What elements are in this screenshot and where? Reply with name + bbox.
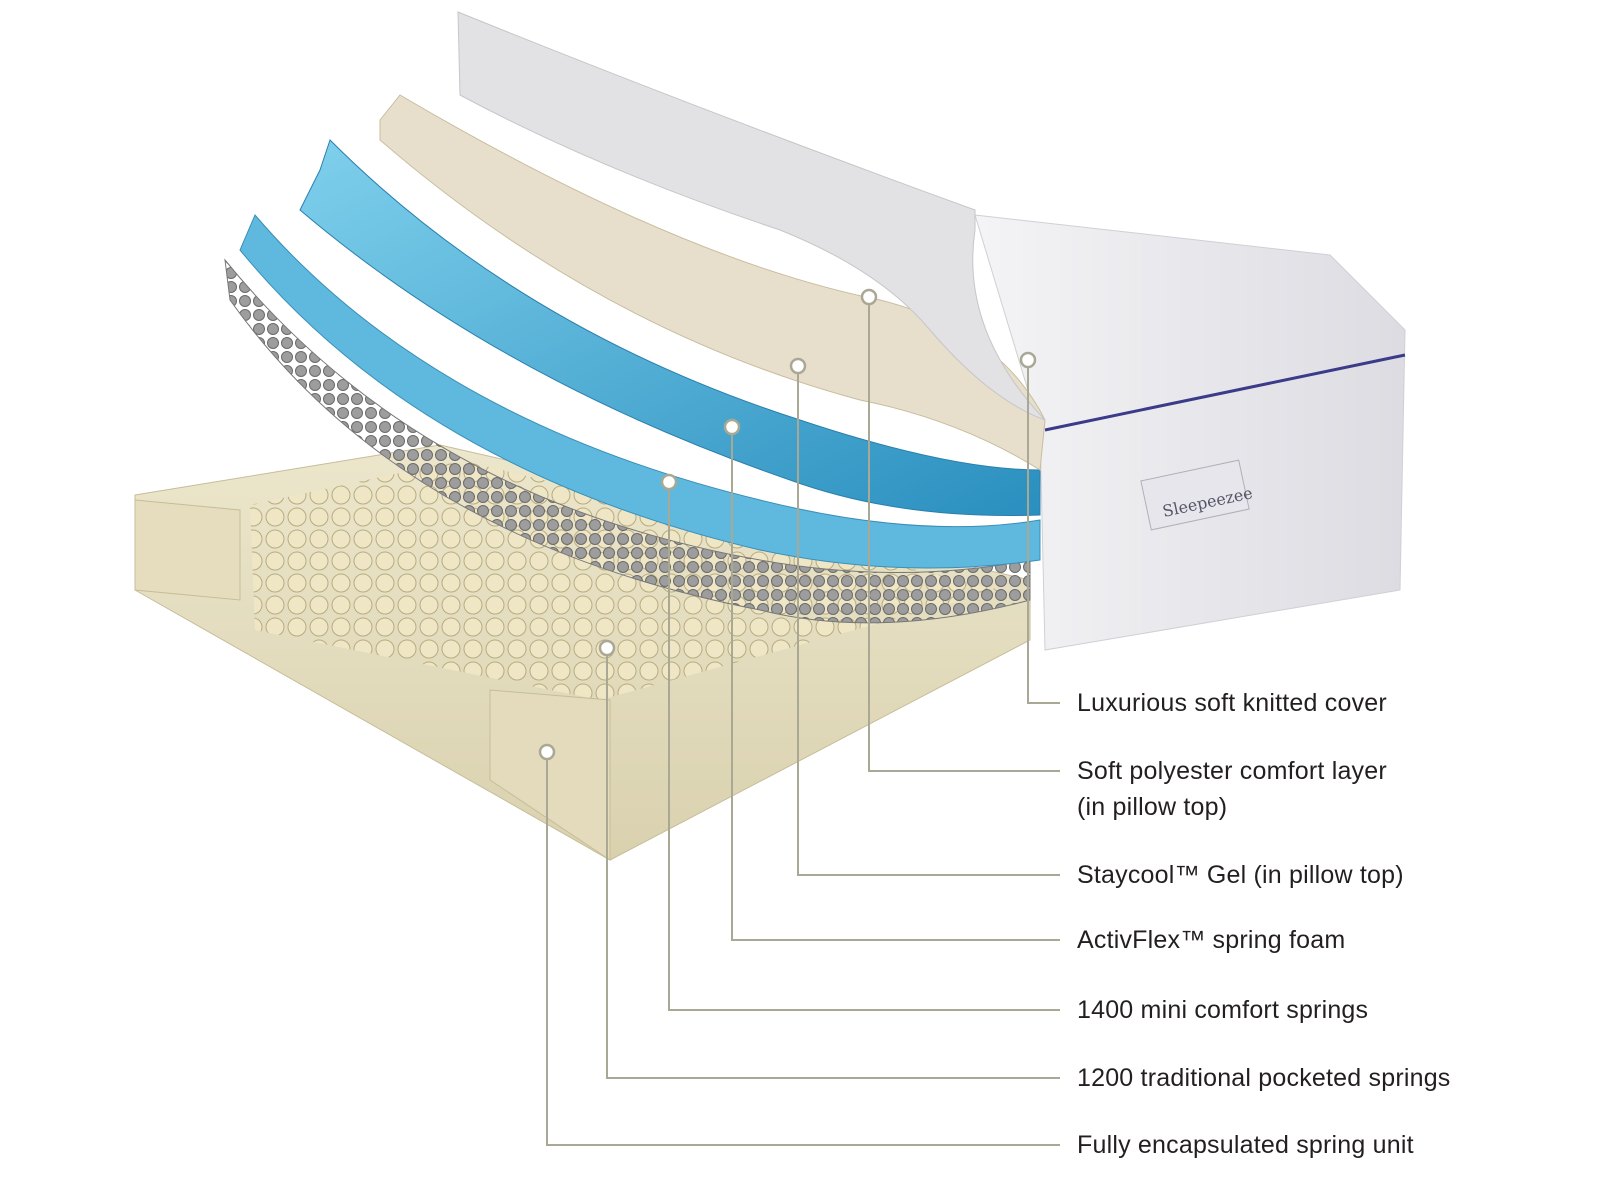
label-cover: Luxurious soft knitted cover <box>1077 685 1387 721</box>
leader-encapsulated <box>546 752 1060 1146</box>
leader-lines <box>546 297 1060 1146</box>
dot-pocketed-springs <box>598 639 616 657</box>
leader-cover <box>1027 360 1060 704</box>
activflex-foam-layer <box>239 214 1041 569</box>
label-encapsulated: Fully encapsulated spring unit <box>1077 1127 1414 1163</box>
knitted-cover-mattress: Sleepeezee <box>974 214 1406 651</box>
leader-dots <box>538 288 1037 761</box>
label-polyester: Soft polyester comfort layer (in pillow t… <box>1077 753 1387 825</box>
label-text: Luxurious soft knitted cover <box>1077 689 1387 717</box>
spring-unit-base <box>134 444 1031 861</box>
dot-cover <box>1019 351 1037 369</box>
label-text: ActivFlex™ spring foam <box>1077 926 1346 954</box>
label-activflex: ActivFlex™ spring foam <box>1077 922 1345 958</box>
dot-activflex <box>723 418 741 436</box>
leader-pocketed-springs <box>606 648 1060 1079</box>
label-text: Soft polyester comfort layer <box>1077 757 1387 785</box>
dot-encapsulated <box>538 743 556 761</box>
label-mini-springs: 1400 mini comfort springs <box>1077 992 1368 1028</box>
label-gel: Staycool™ Gel (in pillow top) <box>1077 857 1404 893</box>
label-pocketed-springs: 1200 traditional pocketed springs <box>1077 1060 1451 1096</box>
dot-gel <box>789 357 807 375</box>
leader-gel <box>797 366 1060 876</box>
label-text: (in pillow top) <box>1077 793 1228 821</box>
label-text: Staycool™ Gel (in pillow top) <box>1077 861 1404 889</box>
mini-springs-layer <box>224 258 1031 624</box>
label-text: Fully encapsulated spring unit <box>1077 1131 1414 1159</box>
gel-layer <box>299 139 1041 517</box>
polyester-layer <box>379 94 1046 471</box>
label-text: 1200 traditional pocketed springs <box>1077 1064 1451 1092</box>
dot-mini-springs <box>660 473 678 491</box>
leader-activflex <box>731 427 1060 941</box>
leader-mini-springs <box>668 482 1060 1011</box>
leader-polyester <box>868 297 1060 772</box>
knitted-cover-sheet <box>457 11 1046 421</box>
dot-polyester <box>860 288 878 306</box>
label-text: 1400 mini comfort springs <box>1077 996 1369 1024</box>
